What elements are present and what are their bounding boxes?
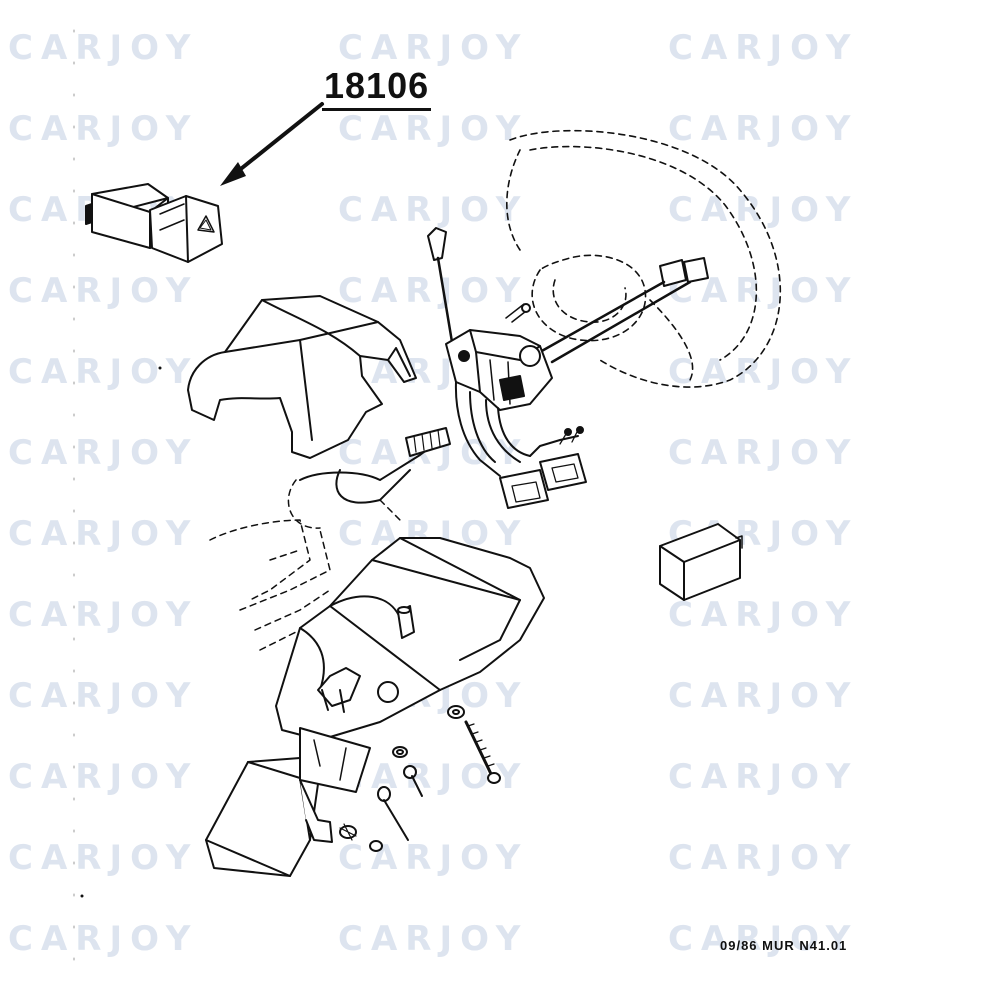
watermark-text: CARJOY [668, 757, 859, 797]
drawing-reference-code: 09/86 MUR N41.01 [720, 938, 848, 953]
watermark-text: CARJOY [668, 352, 859, 392]
watermark-text: CARJOY [8, 838, 199, 878]
lower-column-shroud [275, 537, 545, 741]
watermark-text: CARJOY [668, 190, 859, 230]
lower-bracket-panel [205, 727, 371, 877]
watermark-text: CARJOY [8, 919, 199, 959]
steering-wheel-outline [506, 129, 782, 388]
watermark-text: CARJOY [338, 190, 529, 230]
fasteners [339, 705, 501, 852]
part-number-callout: 18106 [322, 66, 432, 111]
watermark-text: CARJOY [8, 757, 199, 797]
upper-column-shroud [187, 295, 417, 459]
watermark-text: CARJOY [668, 595, 859, 635]
watermark-text: CARJOY [338, 838, 529, 878]
hazard-switch-part [85, 183, 223, 263]
watermark-text: CARJOY [8, 28, 199, 68]
watermark-text: CARJOY [8, 595, 199, 635]
combination-switch-assembly [427, 227, 709, 509]
watermark-text: CARJOY [338, 919, 529, 959]
watermark-text: CARJOY [338, 28, 529, 68]
flasher-relay [659, 523, 743, 601]
watermark-text: CARJOY [668, 838, 859, 878]
callout-arrow [220, 102, 324, 186]
watermark-text: CARJOY [8, 676, 199, 716]
watermark-text: CARJOY [668, 28, 859, 68]
watermark-text: CARJOY [8, 109, 199, 149]
watermark-text: CARJOY [668, 676, 859, 716]
watermark-text: CARJOY [8, 433, 199, 473]
watermark-text: CARJOY [668, 109, 859, 149]
watermark-text: CARJOY [8, 514, 199, 554]
watermark-text: CARJOY [338, 271, 529, 311]
steering-column-shaft [209, 427, 451, 651]
watermark-text: CARJOY [668, 433, 859, 473]
watermark-text: CARJOY [338, 109, 529, 149]
watermark-text: CARJOY [8, 271, 199, 311]
watermark-text: CARJOY [8, 352, 199, 392]
watermark-text: CARJOY [668, 919, 859, 959]
